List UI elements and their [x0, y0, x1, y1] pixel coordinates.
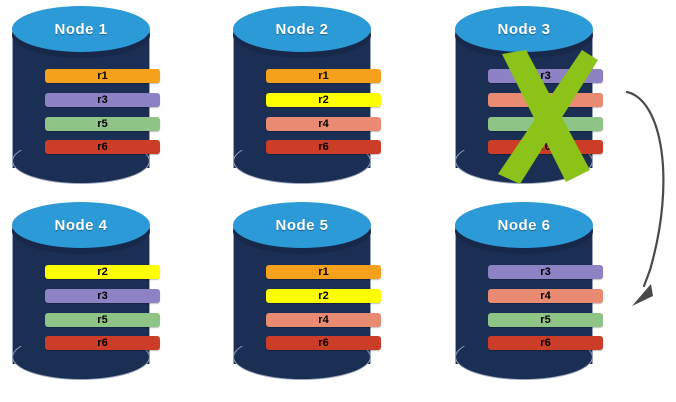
- cylinder-top-disc: Node 2: [233, 6, 371, 52]
- replica-bar[interactable]: r3: [488, 69, 603, 83]
- node-title: Node 2: [275, 20, 329, 38]
- replica-bar[interactable]: r5: [45, 117, 160, 131]
- replica-label: r5: [540, 117, 551, 130]
- replica-bar[interactable]: r2: [45, 265, 160, 279]
- replica-bar[interactable]: r1: [45, 69, 160, 83]
- replica-label: r4: [318, 117, 329, 130]
- node-title: Node 5: [275, 216, 329, 234]
- replica-label: r6: [97, 336, 108, 349]
- cylinder-top-disc: Node 1: [12, 6, 150, 52]
- cylinder-top-disc: Node 6: [455, 202, 593, 248]
- replica-label: r5: [540, 313, 551, 326]
- replica-bar[interactable]: r5: [488, 117, 603, 131]
- replica-label: r3: [540, 265, 551, 278]
- replica-label: r2: [318, 289, 329, 302]
- replica-bar[interactable]: r5: [488, 313, 603, 327]
- replica-bar[interactable]: r6: [266, 140, 381, 154]
- replica-label: r6: [97, 140, 108, 153]
- node-title: Node 6: [497, 216, 551, 234]
- replica-bar[interactable]: r1: [266, 265, 381, 279]
- replica-label: r6: [318, 140, 329, 153]
- replica-bar[interactable]: r4: [266, 313, 381, 327]
- replica-label: r4: [540, 93, 551, 106]
- node-title: Node 3: [497, 20, 551, 38]
- replica-bar[interactable]: r4: [266, 117, 381, 131]
- replica-label: r4: [318, 313, 329, 326]
- replica-label: r5: [97, 313, 108, 326]
- replica-label: r3: [97, 93, 108, 106]
- replica-label: r2: [97, 265, 108, 278]
- node-title: Node 1: [54, 20, 108, 38]
- replica-bar[interactable]: r6: [45, 140, 160, 154]
- node-cylinder-4[interactable]: Node 4 r2 r3 r5 r6: [12, 202, 160, 382]
- cylinder-top-disc: Node 4: [12, 202, 150, 248]
- replica-bar[interactable]: r3: [45, 93, 160, 107]
- node-title: Node 4: [54, 216, 108, 234]
- replica-bar[interactable]: r6: [45, 336, 160, 350]
- replica-bar[interactable]: r4: [488, 93, 603, 107]
- replica-bar[interactable]: r6: [488, 336, 603, 350]
- replica-label: r3: [97, 289, 108, 302]
- replica-bar[interactable]: r5: [45, 313, 160, 327]
- node-cylinder-3[interactable]: Node 3 r3 r4 r5 r6: [455, 6, 603, 186]
- replica-bar[interactable]: r3: [45, 289, 160, 303]
- replica-label: r6: [318, 336, 329, 349]
- node-cylinder-1[interactable]: Node 1 r1 r3 r5 r6: [12, 6, 160, 186]
- node-cylinder-2[interactable]: Node 2 r1 r2 r4 r6: [233, 6, 381, 186]
- replica-label: r6: [540, 336, 551, 349]
- node-cylinder-6[interactable]: Node 6 r3 r4 r5 r6: [455, 202, 603, 382]
- replica-label: r1: [318, 69, 329, 82]
- replica-label: r2: [318, 93, 329, 106]
- replica-label: r4: [540, 289, 551, 302]
- replica-bar[interactable]: r3: [488, 265, 603, 279]
- replica-label: r1: [97, 69, 108, 82]
- replica-bar[interactable]: r6: [488, 140, 603, 154]
- replica-bar[interactable]: r1: [266, 69, 381, 83]
- replica-label: r1: [318, 265, 329, 278]
- replica-bar[interactable]: r2: [266, 93, 381, 107]
- node-cylinder-5[interactable]: Node 5 r1 r2 r4 r6: [233, 202, 381, 382]
- replica-bar[interactable]: r4: [488, 289, 603, 303]
- replica-label: r6: [540, 140, 551, 153]
- replica-bar[interactable]: r2: [266, 289, 381, 303]
- replica-bar[interactable]: r6: [266, 336, 381, 350]
- cylinder-top-disc: Node 5: [233, 202, 371, 248]
- cylinder-top-disc: Node 3: [455, 6, 593, 52]
- replica-label: r5: [97, 117, 108, 130]
- replica-label: r3: [540, 69, 551, 82]
